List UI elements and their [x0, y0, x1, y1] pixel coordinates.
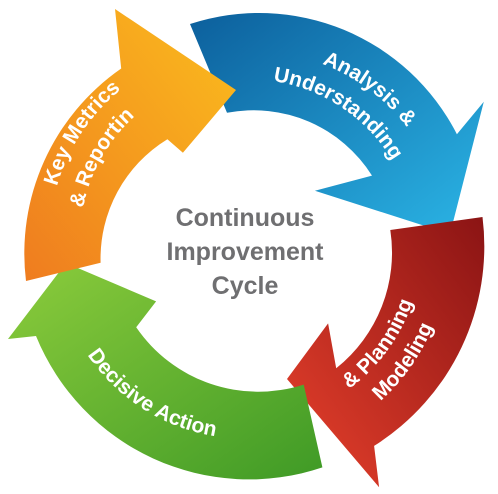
center-title: Continuous Improvement Cycle — [167, 204, 325, 300]
segment-analysis: Analysis & Understanding — [190, 12, 484, 234]
arrow-shape-modeling — [287, 217, 485, 488]
center-title-line-3: Cycle — [212, 272, 279, 300]
arrow-shape-decisive — [8, 263, 323, 480]
arrow-shape-metrics — [24, 9, 237, 281]
arrow-shape-analysis — [190, 12, 484, 234]
center-title-line-1: Continuous — [176, 204, 315, 232]
center-title-line-2: Improvement — [167, 238, 325, 266]
